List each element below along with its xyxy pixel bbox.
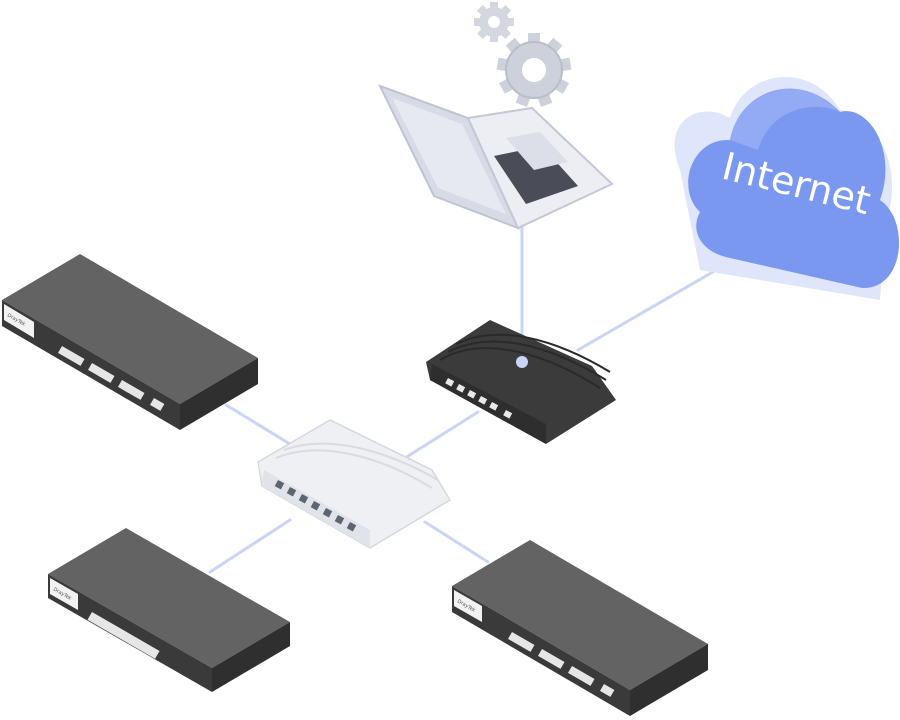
switch-top [2, 254, 258, 404]
switch-bottom-right-icon: DrayTek [452, 540, 708, 716]
router-link-node [516, 356, 528, 368]
laptop-screen-inner [392, 98, 506, 214]
hub-icon [257, 419, 452, 549]
laptop-touchpad [506, 132, 568, 170]
cloud-highlight [730, 88, 840, 150]
switch-bottom-left-icon: DrayTek [48, 528, 290, 692]
switch-label-plate [4, 304, 34, 338]
hub-ports [274, 480, 357, 532]
switch-front [48, 574, 212, 692]
switch-ports [87, 612, 160, 659]
laptop-keyboard [494, 146, 578, 204]
link-hub-switch-bottom-left [208, 518, 292, 574]
switch-ports [508, 631, 615, 697]
switch-top [48, 528, 290, 668]
link-hub-switch-top-left [224, 403, 292, 446]
switch-side [212, 622, 290, 692]
switch-ports [58, 346, 165, 411]
router-top [426, 320, 616, 444]
laptop-icon [378, 84, 614, 230]
small-gear-icon [474, 2, 514, 42]
router-ports [445, 377, 513, 419]
link-hub-switch-bottom-right [423, 520, 490, 564]
switch-top-left-icon: DrayTek [2, 254, 258, 430]
switch-top [452, 540, 708, 690]
switch-side [180, 358, 258, 430]
router-icon [426, 320, 616, 444]
link-hub-router [403, 410, 480, 460]
switch-label-plate [50, 578, 78, 610]
switch-label-plate [454, 590, 482, 622]
internet-cloud-icon: Internet [674, 76, 900, 301]
switch-side [630, 644, 708, 716]
large-gear-icon [496, 33, 572, 107]
gears-icon [474, 2, 572, 107]
